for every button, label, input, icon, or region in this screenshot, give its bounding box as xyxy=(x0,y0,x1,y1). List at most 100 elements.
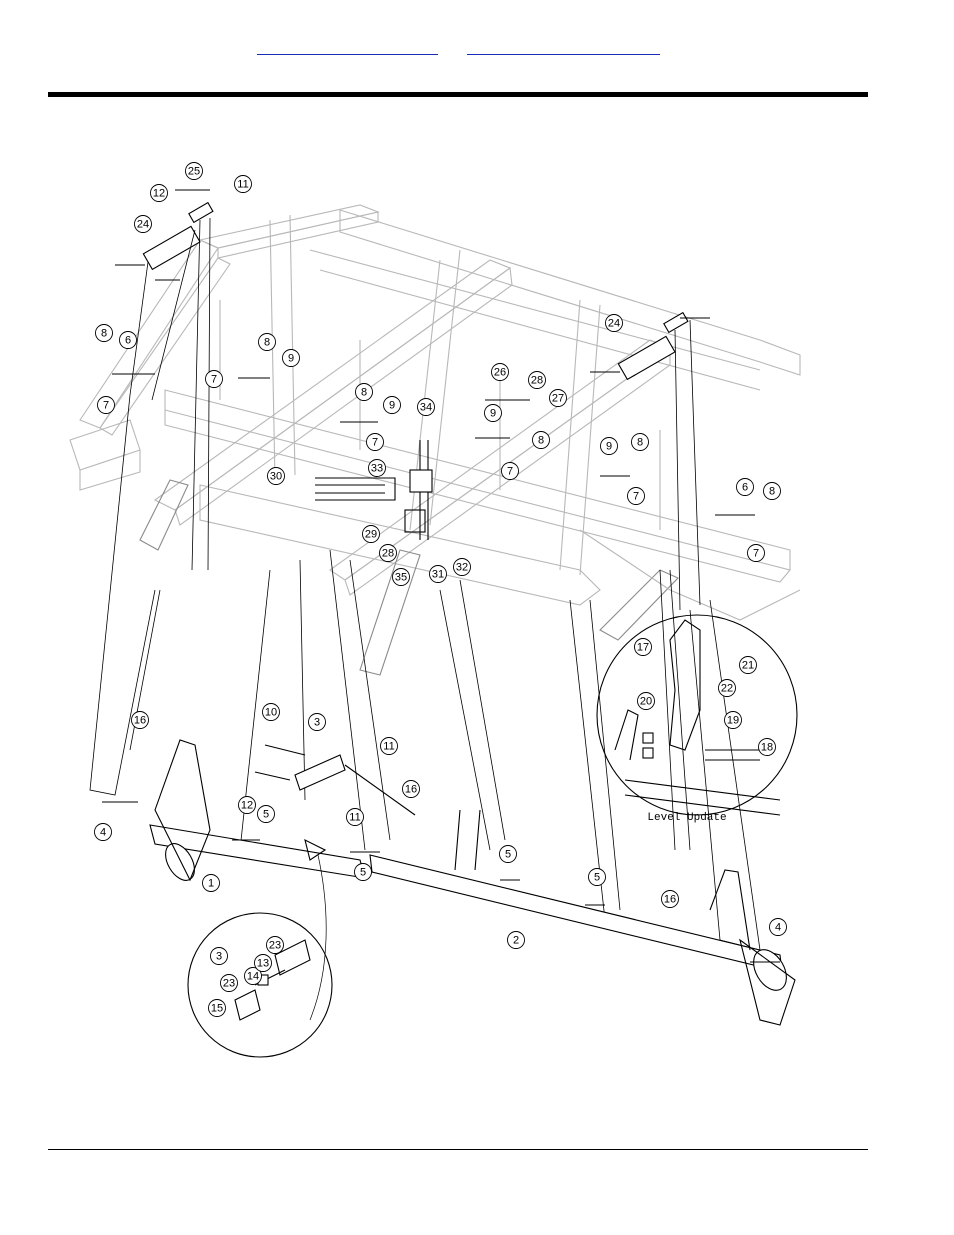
callout-number: 12 xyxy=(241,800,253,812)
callout-3: 3 xyxy=(211,948,228,965)
callout-number: 8 xyxy=(538,435,544,447)
callout-8: 8 xyxy=(259,334,276,351)
callout-8: 8 xyxy=(632,434,649,451)
callout-number: 13 xyxy=(257,958,269,970)
callout-number: 20 xyxy=(640,696,652,708)
callout-30: 30 xyxy=(268,468,285,485)
callout-number: 7 xyxy=(753,548,759,560)
callout-number: 4 xyxy=(100,827,106,839)
callout-2: 2 xyxy=(508,932,525,949)
callout-33: 33 xyxy=(369,460,386,477)
callout-number: 7 xyxy=(633,491,639,503)
footer-rule xyxy=(48,1149,868,1150)
callout-9: 9 xyxy=(283,350,300,367)
callout-number: 21 xyxy=(742,660,754,672)
turnbuckle-linkage xyxy=(255,745,415,815)
callout-31: 31 xyxy=(430,566,447,583)
callout-15: 15 xyxy=(209,1000,226,1017)
callout-number: 7 xyxy=(507,466,513,478)
callout-number: 15 xyxy=(211,1003,223,1015)
callout-21: 21 xyxy=(740,657,757,674)
callout-9: 9 xyxy=(485,405,502,422)
callout-number: 8 xyxy=(264,337,270,349)
callout-1: 1 xyxy=(203,875,220,892)
callout-3: 3 xyxy=(309,714,326,731)
callout-29: 29 xyxy=(363,526,380,543)
callout-number: 9 xyxy=(490,408,496,420)
callout-number: 1 xyxy=(208,878,214,890)
callout-6: 6 xyxy=(120,332,137,349)
callout-number: 32 xyxy=(456,562,468,574)
detail-level-update xyxy=(597,615,797,815)
callout-23: 23 xyxy=(267,937,284,954)
callout-11: 11 xyxy=(381,738,398,755)
callout-number: 29 xyxy=(365,529,377,541)
callout-24: 24 xyxy=(606,315,623,332)
callout-number: 16 xyxy=(405,784,417,796)
nav-link-2[interactable] xyxy=(467,42,660,55)
callout-number: 11 xyxy=(237,179,248,191)
callout-20: 20 xyxy=(638,693,655,710)
callout-9: 9 xyxy=(601,438,618,455)
header-rule xyxy=(48,92,868,97)
callout-7: 7 xyxy=(502,463,519,480)
callout-5: 5 xyxy=(355,864,372,881)
callout-number: 3 xyxy=(314,717,320,729)
callout-number: 8 xyxy=(101,328,107,340)
callout-number: 5 xyxy=(505,849,511,861)
callout-7: 7 xyxy=(748,545,765,562)
callout-number: 9 xyxy=(288,353,294,365)
callout-16: 16 xyxy=(132,712,149,729)
callout-7: 7 xyxy=(367,434,384,451)
callout-number: 12 xyxy=(153,188,165,200)
callout-number: 18 xyxy=(761,742,773,754)
callout-number: 10 xyxy=(265,707,277,719)
callout-number: 23 xyxy=(223,978,235,990)
detail-caption: Level Update xyxy=(647,812,726,824)
callout-24: 24 xyxy=(135,216,152,233)
callout-32: 32 xyxy=(454,559,471,576)
callout-number: 31 xyxy=(432,569,444,581)
callout-number: 16 xyxy=(134,715,146,727)
callout-number: 26 xyxy=(494,367,506,379)
center-valve xyxy=(315,470,432,532)
callout-5: 5 xyxy=(589,869,606,886)
callout-number: 28 xyxy=(531,375,543,387)
callout-number: 34 xyxy=(420,402,432,414)
callout-number: 27 xyxy=(552,393,564,405)
callout-number: 8 xyxy=(361,387,367,399)
callout-number: 14 xyxy=(247,971,259,983)
callout-26: 26 xyxy=(492,364,509,381)
nav-link-1[interactable] xyxy=(257,42,438,55)
callout-number: 30 xyxy=(270,471,282,483)
callout-number: 6 xyxy=(742,482,748,494)
callout-number: 22 xyxy=(721,683,733,695)
callout-9: 9 xyxy=(384,397,401,414)
callout-11: 11 xyxy=(347,809,364,826)
callout-number: 5 xyxy=(360,867,366,879)
callout-number: 35 xyxy=(395,572,407,584)
callout-number: 28 xyxy=(382,548,394,560)
callout-27: 27 xyxy=(550,390,567,407)
callout-number: 16 xyxy=(664,894,676,906)
callout-number: 3 xyxy=(216,951,222,963)
parts-diagram: Level Update 251112248678978973433302928… xyxy=(60,150,820,1060)
callout-13: 13 xyxy=(255,955,272,972)
callout-17: 17 xyxy=(635,639,652,656)
detail-turnbuckle xyxy=(188,913,332,1057)
callout-4: 4 xyxy=(770,919,787,936)
callout-number: 7 xyxy=(211,374,217,386)
callout-number: 6 xyxy=(125,335,131,347)
callout-25: 25 xyxy=(186,163,203,180)
callout-number: 9 xyxy=(606,441,612,453)
callout-number: 7 xyxy=(103,400,109,412)
callout-number: 11 xyxy=(383,741,394,753)
callout-number: 23 xyxy=(269,940,281,952)
callout-number: 2 xyxy=(513,935,519,947)
callout-number: 24 xyxy=(137,219,149,231)
callout-number: 25 xyxy=(188,166,200,178)
callout-7: 7 xyxy=(98,397,115,414)
callout-16: 16 xyxy=(662,891,679,908)
lower-shaft-right xyxy=(350,810,795,1025)
callout-6: 6 xyxy=(737,479,754,496)
